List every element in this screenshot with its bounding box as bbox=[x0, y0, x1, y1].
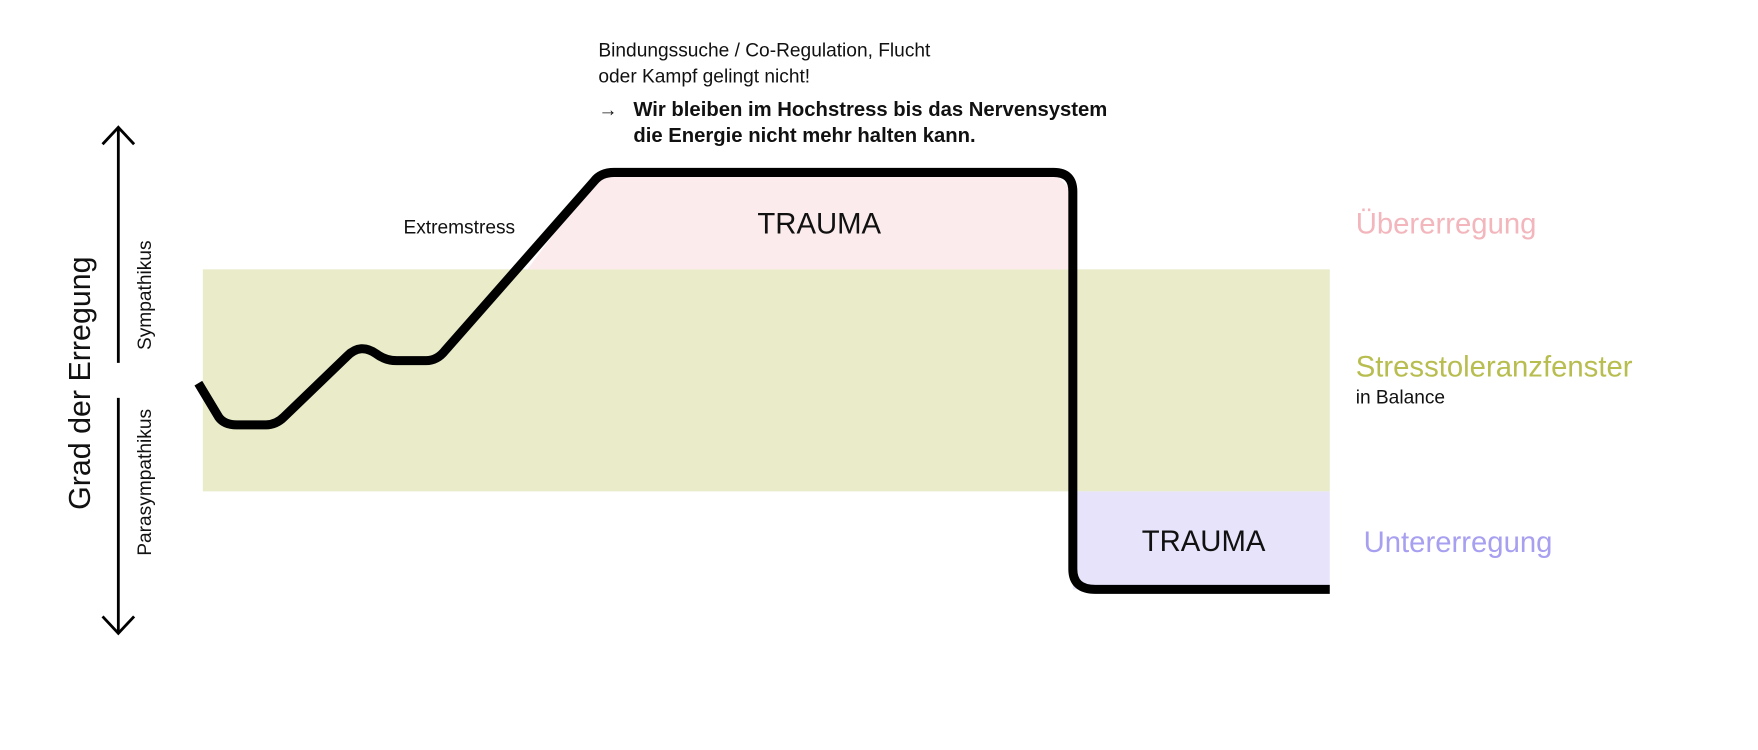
sympathikus-label: Sympathikus bbox=[135, 240, 156, 350]
trauma-upper-label: TRAUMA bbox=[757, 207, 881, 240]
arrow-down-icon bbox=[101, 615, 136, 636]
arousal-axis bbox=[101, 125, 136, 636]
parasympathikus-label: Parasympathikus bbox=[135, 409, 156, 556]
untererregung-label: Untererregung bbox=[1364, 526, 1553, 559]
stresstoleranzfenster-label: Stresstoleranzfenster bbox=[1356, 350, 1633, 383]
extremstress-label: Extremstress bbox=[403, 217, 515, 238]
axis-title: Grad der Erregung bbox=[63, 256, 97, 510]
in-balance-label: in Balance bbox=[1356, 387, 1445, 408]
trauma-lower-label: TRAUMA bbox=[1142, 525, 1266, 558]
annotation-line-2: oder Kampf gelingt nicht! bbox=[598, 66, 810, 87]
hypoarousal-trauma-zone bbox=[1072, 491, 1330, 590]
arousal-curve bbox=[194, 167, 1330, 594]
arrow-up-icon bbox=[101, 125, 136, 146]
annotation-bold-1: Wir bleiben im Hochstress bis das Nerven… bbox=[633, 99, 1107, 121]
tolerance-window-band bbox=[202, 269, 1330, 492]
uebererregung-label: Übererregung bbox=[1356, 207, 1537, 240]
annotation-bold-2: die Energie nicht mehr halten kann. bbox=[633, 125, 975, 147]
arrow-right-icon: → bbox=[598, 100, 617, 121]
hyperarousal-trauma-zone bbox=[527, 172, 1071, 270]
annotation-line-1: Bindungssuche / Co-Regulation, Flucht bbox=[598, 40, 931, 61]
